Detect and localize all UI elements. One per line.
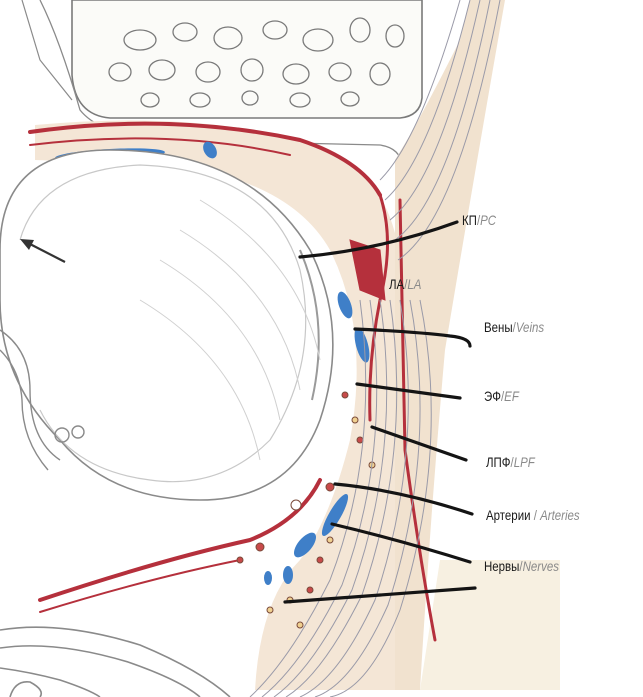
label-arteries: Артерии / Arteries [486,507,580,523]
label-nerves-en: Nerves [523,558,559,574]
label-la-ru: ЛА [389,276,404,292]
label-arteries-en: Arteries [540,507,580,523]
label-lpf-ru: ЛПФ [486,454,511,470]
label-arteries-sep: / [531,507,541,523]
label-ef-en: EF [504,388,519,404]
label-arteries-ru: Артерии [486,507,531,523]
label-veins-en: Veins [516,319,544,335]
label-lpf-en: LPF [514,454,535,470]
label-nerves: Нервы/Nerves [484,558,559,574]
label-ef-ru: ЭФ [484,388,501,404]
label-la: ЛА/LA [389,276,421,292]
label-ef: ЭФ/EF [484,388,519,404]
label-pc: КП/PC [462,212,496,228]
label-pc-en: PC [480,212,496,228]
label-la-en: LA [407,276,421,292]
label-nerves-ru: Нервы [484,558,519,574]
label-veins: Вены/Veins [484,319,544,335]
label-lpf: ЛПФ/LPF [486,454,535,470]
label-veins-ru: Вены [484,319,513,335]
label-pc-ru: КП [462,212,477,228]
